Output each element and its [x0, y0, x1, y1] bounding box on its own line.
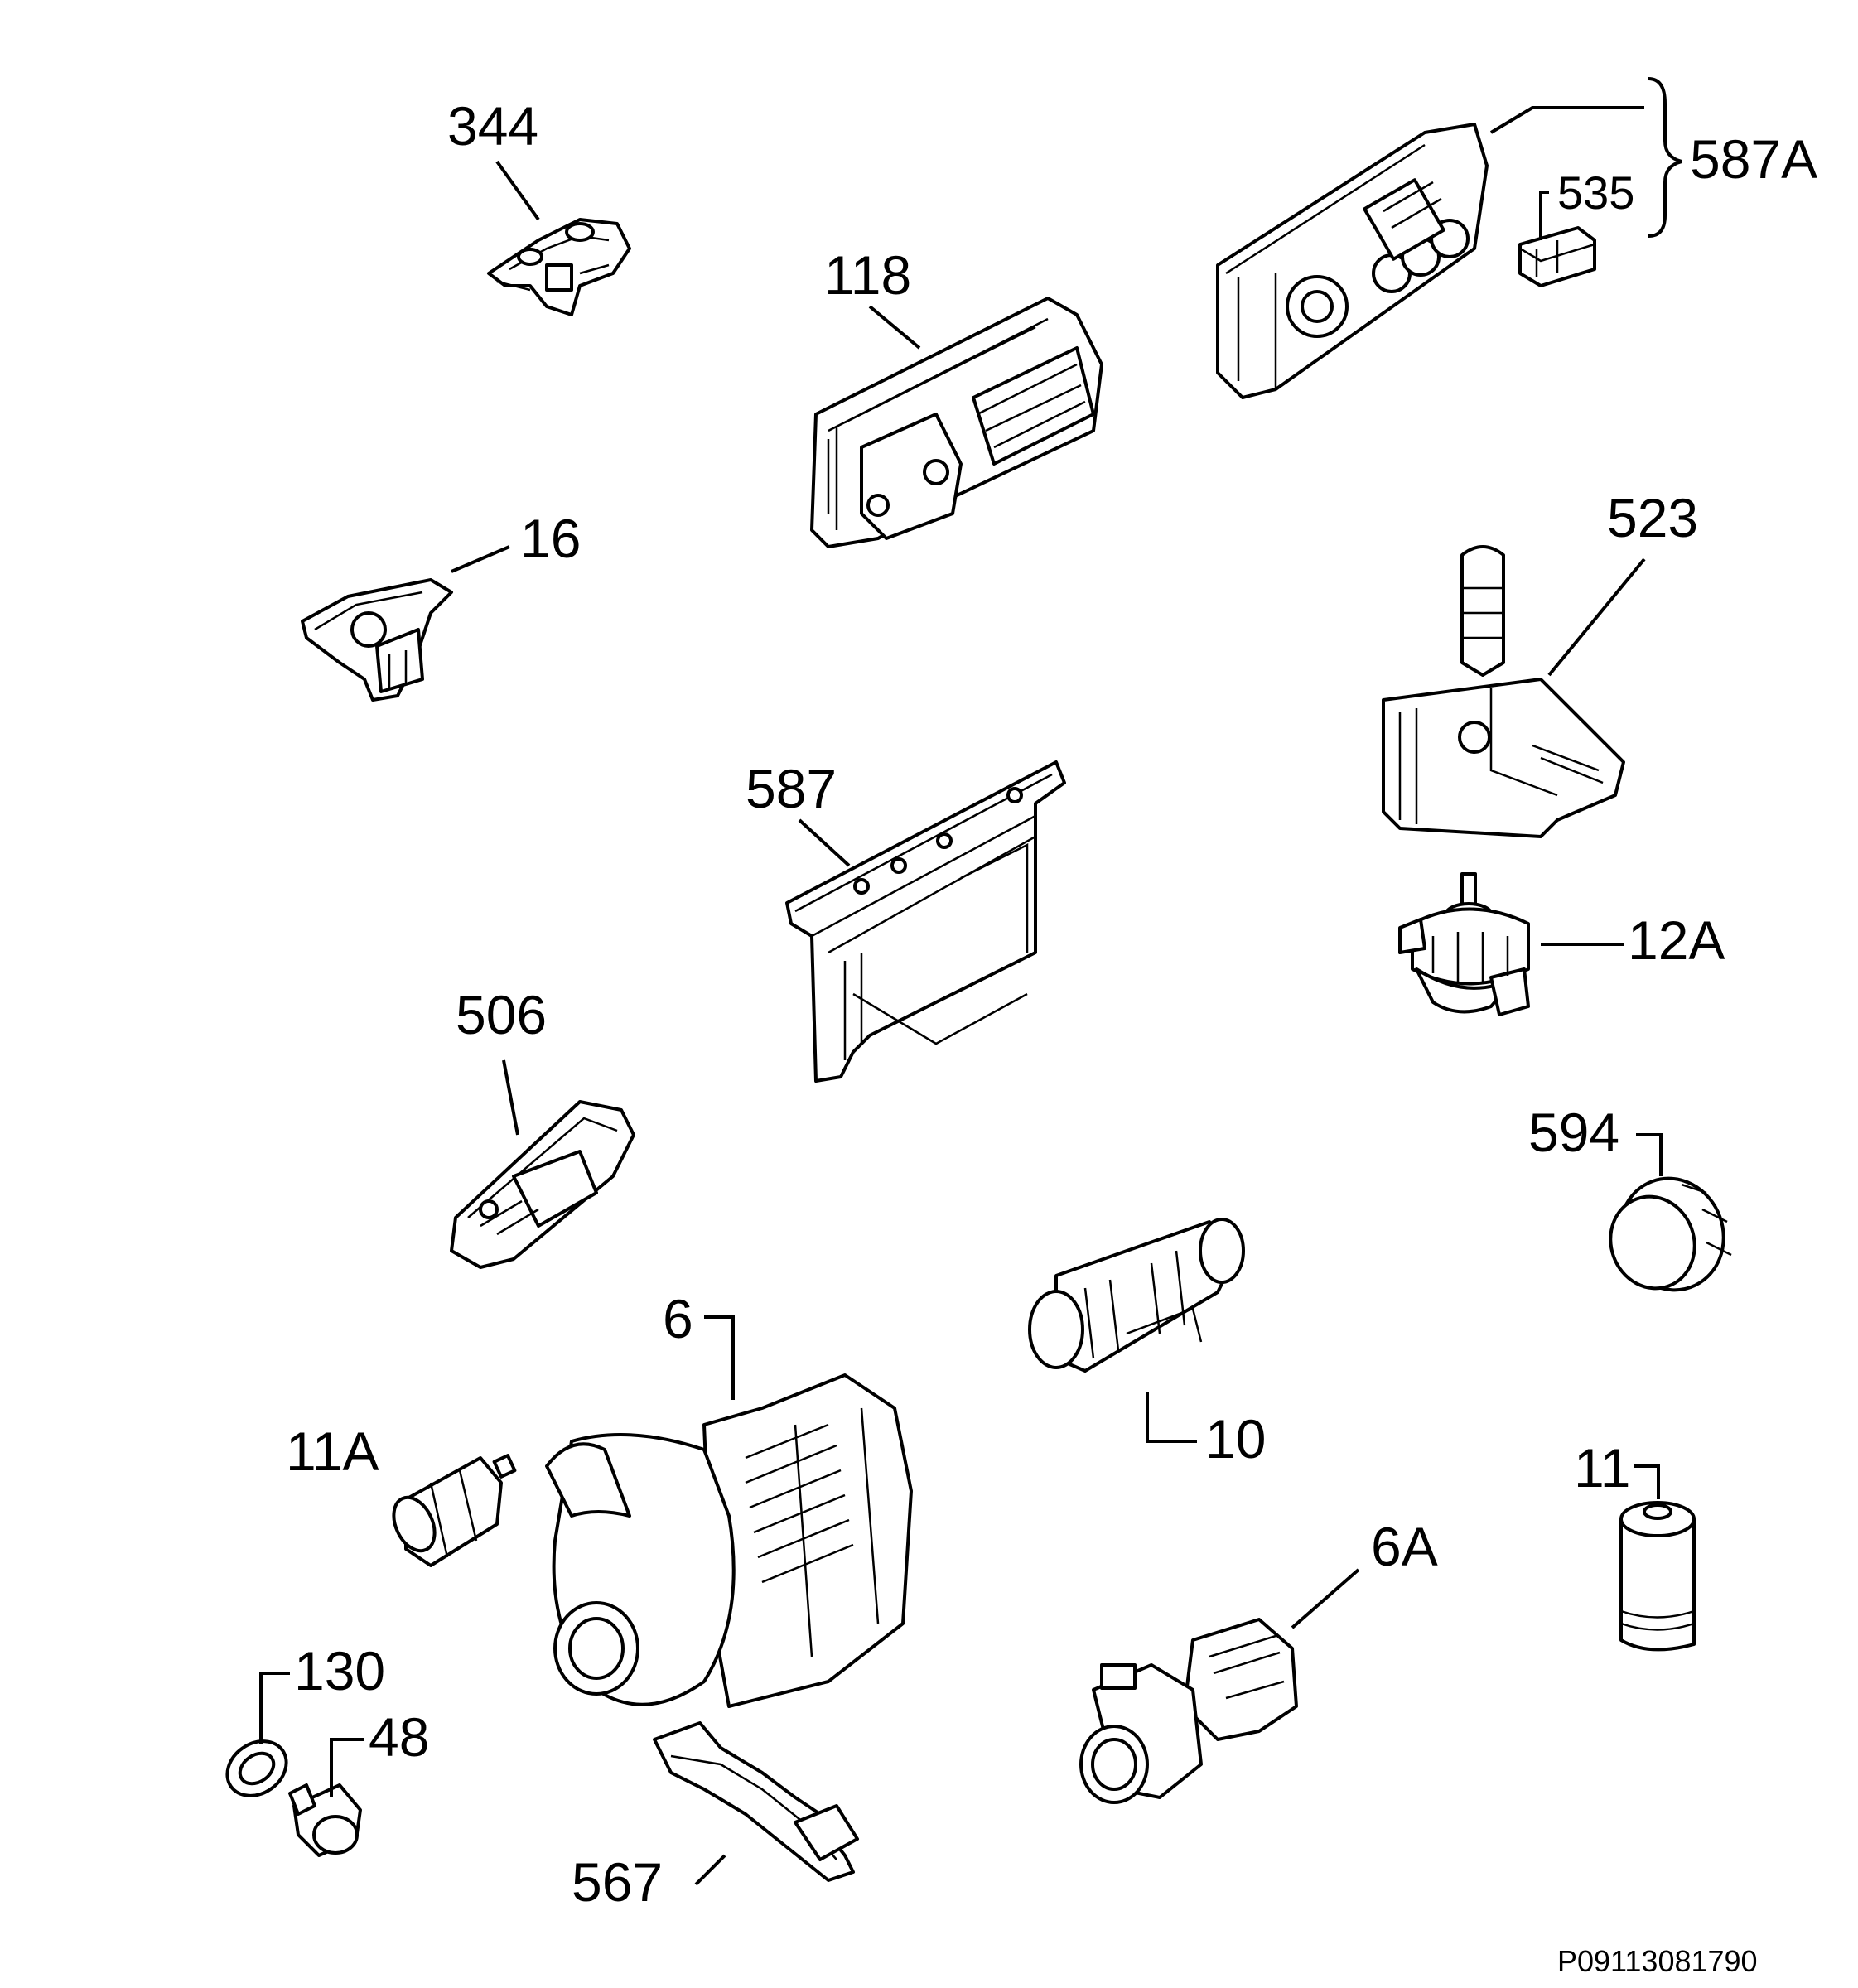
leader-523 — [1547, 557, 1646, 677]
label-48: 48 — [369, 1706, 429, 1768]
part-16-drawing — [301, 578, 453, 702]
leader-6 — [704, 1315, 735, 1400]
leader-11 — [1634, 1464, 1660, 1499]
leader-587A — [1489, 106, 1534, 134]
leader-16 — [451, 545, 510, 573]
leader-535 — [1539, 191, 1549, 240]
label-6: 6 — [663, 1288, 693, 1349]
part-6-drawing — [545, 1373, 913, 1708]
label-10: 10 — [1205, 1408, 1266, 1469]
brace-587A — [1648, 77, 1682, 238]
label-523: 523 — [1607, 487, 1698, 548]
label-118: 118 — [824, 244, 911, 306]
part-594-drawing — [1609, 1176, 1732, 1292]
label-344: 344 — [447, 95, 538, 157]
label-12A: 12A — [1628, 910, 1725, 971]
part-587-drawing — [785, 760, 1066, 1083]
label-6A: 6A — [1371, 1516, 1438, 1577]
label-594: 594 — [1528, 1102, 1619, 1163]
label-535: 535 — [1557, 166, 1634, 219]
part-506-drawing — [450, 1100, 635, 1269]
part-118-drawing — [810, 297, 1103, 548]
leader-130 — [259, 1672, 290, 1744]
part-11-drawing — [1619, 1501, 1696, 1652]
leader-344 — [495, 160, 540, 221]
leader-587 — [798, 818, 851, 867]
label-11A: 11A — [286, 1421, 379, 1482]
part-587A-drawing — [1216, 123, 1489, 399]
label-567: 567 — [572, 1851, 663, 1913]
part-10-drawing — [1028, 1218, 1245, 1373]
label-11: 11 — [1574, 1437, 1631, 1498]
leader-6A — [1291, 1568, 1360, 1629]
document-id: P09113081790 — [1557, 1944, 1758, 1978]
label-16: 16 — [520, 508, 581, 569]
part-6A-drawing — [1079, 1618, 1298, 1804]
leader-506 — [502, 1059, 519, 1136]
leader-10 — [1146, 1392, 1197, 1443]
part-48-drawing — [288, 1783, 362, 1857]
leader-594 — [1636, 1133, 1663, 1176]
leader-567 — [694, 1854, 726, 1886]
part-11A-drawing — [392, 1454, 517, 1567]
leader-118 — [868, 305, 921, 350]
label-130: 130 — [294, 1640, 385, 1701]
label-506: 506 — [456, 984, 547, 1045]
part-523-drawing — [1382, 545, 1625, 838]
part-567-drawing — [653, 1721, 859, 1882]
part-12A-drawing — [1398, 872, 1530, 1016]
part-344-drawing — [487, 218, 631, 316]
label-587A: 587A — [1690, 128, 1817, 190]
leader-48 — [330, 1738, 364, 1797]
label-587: 587 — [746, 758, 837, 819]
part-535-drawing — [1518, 226, 1596, 287]
part-130-drawing — [225, 1740, 288, 1797]
